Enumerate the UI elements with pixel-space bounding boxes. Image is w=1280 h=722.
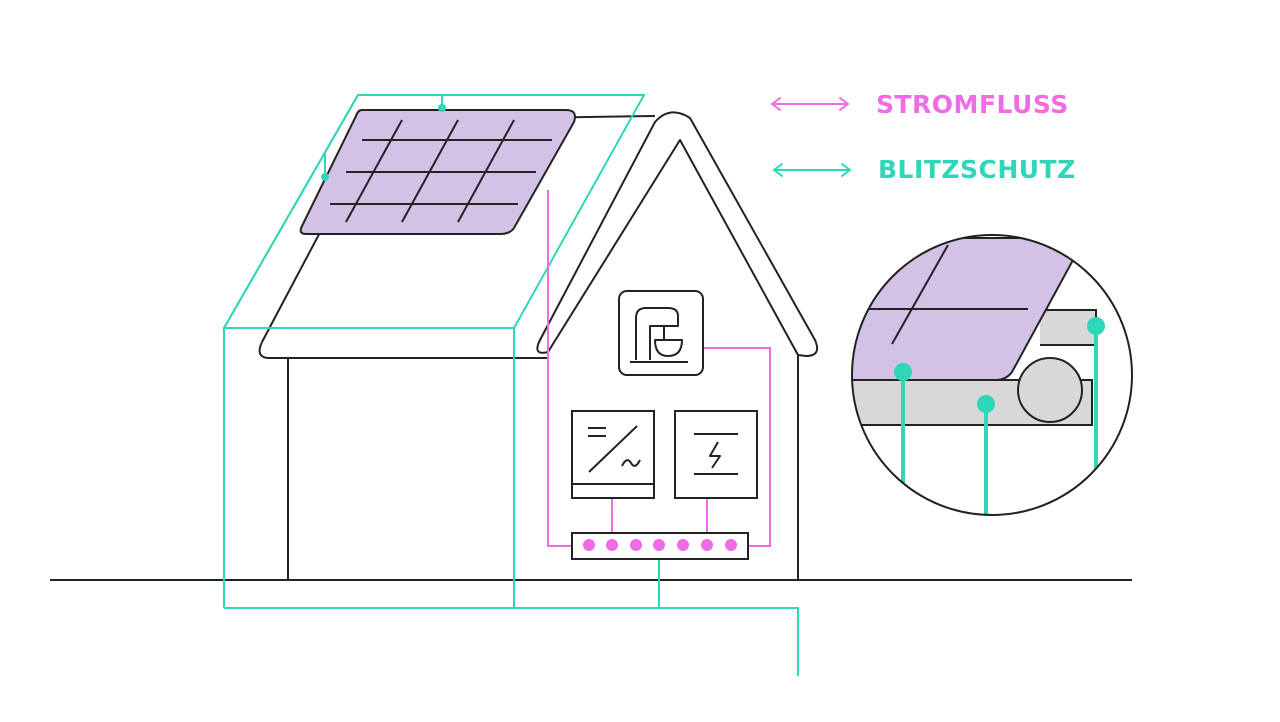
rail-end-cylinder <box>1017 357 1083 423</box>
legend-label-stromfluss: STROMFLUSS <box>876 90 1069 119</box>
busbar <box>571 532 749 560</box>
detail-magnifier-border <box>851 234 1133 516</box>
surge-protector-box <box>674 410 758 499</box>
inverter-box <box>571 410 655 499</box>
legend-label-blitzschutz: BLITZSCHUTZ <box>878 155 1076 184</box>
stand-mixer-icon <box>630 307 688 363</box>
dc-ac-inverter-icon <box>588 425 641 473</box>
legend-arrow-stromfluss <box>771 97 849 111</box>
lightning-bolt-icon <box>694 433 738 475</box>
teal-connector-dot <box>438 104 446 112</box>
detail-magnifier <box>852 237 1105 515</box>
solar-panel <box>299 109 576 235</box>
lightning-protection-lines <box>222 94 799 676</box>
teal-connector-dot <box>321 173 329 181</box>
appliance-box <box>618 290 704 376</box>
legend-arrow-blitzschutz <box>773 163 851 177</box>
